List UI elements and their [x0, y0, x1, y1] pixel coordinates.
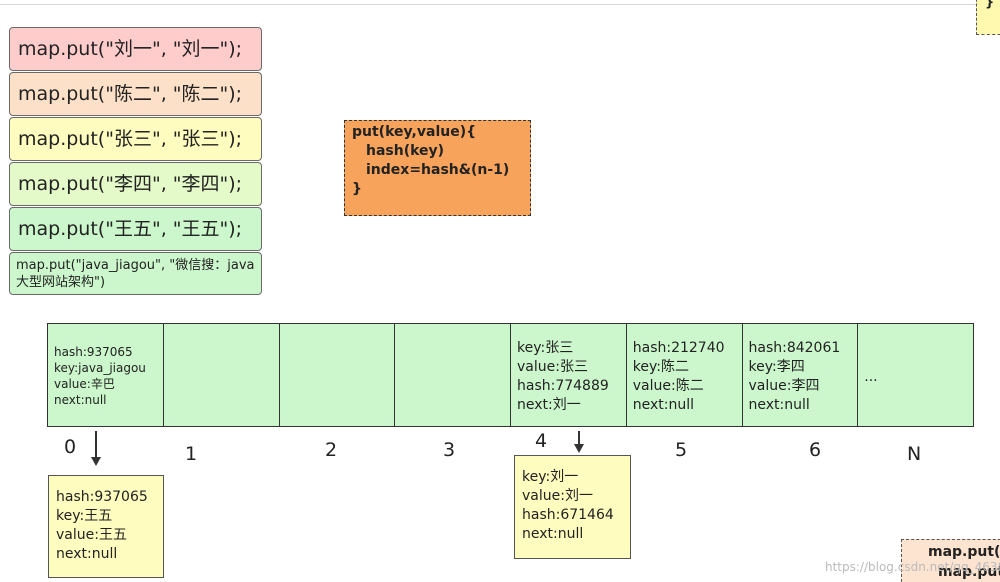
- bucket-cell-1: [163, 324, 280, 426]
- cell-6-line-2: key:李四: [748, 359, 805, 375]
- put-call-3: map.put("张三", "张三");: [9, 117, 262, 161]
- bucket-array: hash:937065 key:java_jiagou value:辛巴 nex…: [47, 323, 974, 427]
- bottom-right-line-2: map.put: [938, 564, 1000, 580]
- code-line-4: }: [352, 181, 362, 197]
- bucket-cell-3: [395, 324, 511, 426]
- node-0-line-3: value:王五: [56, 527, 127, 543]
- corner-snippet: }: [976, 0, 1000, 35]
- node-4-line-1: key:刘一: [522, 469, 579, 485]
- node-4-line-4: next:null: [522, 526, 584, 542]
- top-divider: [0, 4, 1000, 5]
- linked-node-bucket-0: hash:937065 key:王五 value:王五 next:null: [48, 475, 164, 578]
- bucket-cell-2: [279, 324, 396, 426]
- put-method-code: put(key,value){ hash(key) index=hash&(n-…: [344, 120, 531, 216]
- cell-5-line-2: key:陈二: [632, 359, 689, 375]
- cell-4-line-4: next:刘一: [517, 397, 581, 413]
- index-2: 2: [325, 439, 338, 461]
- node-4-line-3: hash:671464: [522, 507, 614, 523]
- bucket-cell-4: key:张三 value:张三 hash:774889 next:刘一: [511, 324, 627, 426]
- code-line-3: index=hash&(n-1): [366, 162, 510, 178]
- watermark: https://blog.csdn.net/qq_46388...: [825, 560, 1000, 574]
- index-3: 3: [443, 439, 456, 461]
- index-5: 5: [675, 439, 688, 461]
- node-0-line-4: next:null: [56, 546, 118, 562]
- put-call-5: map.put("王五", "王五");: [9, 207, 262, 251]
- cell-4-line-3: hash:774889: [517, 378, 609, 394]
- cell-n-ellipsis: ...: [864, 369, 878, 385]
- cell-6-line-1: hash:842061: [748, 340, 841, 356]
- arrow-down-icon: [92, 431, 100, 466]
- linked-node-bucket-4: key:刘一 value:刘一 hash:671464 next:null: [514, 455, 631, 559]
- node-0-line-1: hash:937065: [56, 489, 148, 505]
- cell-0-line-1: hash:937065: [54, 345, 133, 359]
- index-1: 1: [185, 443, 198, 465]
- bottom-right-line-1: map.put(: [928, 544, 1000, 560]
- bucket-cell-0: hash:937065 key:java_jiagou value:辛巴 nex…: [48, 324, 164, 426]
- bucket-cell-n: ...: [858, 324, 973, 426]
- code-line-1: put(key,value){: [352, 124, 477, 140]
- cell-5-line-3: value:陈二: [632, 378, 704, 394]
- index-4: 4: [535, 430, 548, 452]
- put-call-1: map.put("刘一", "刘一");: [9, 27, 262, 71]
- bucket-cell-6: hash:842061 key:李四 value:李四 next:null: [742, 324, 859, 426]
- node-4-line-2: value:刘一: [522, 488, 593, 504]
- cell-4-line-2: value:张三: [517, 359, 588, 375]
- bottom-right-snippet: map.put( map.put: [901, 539, 1000, 582]
- arrow-down-icon: [575, 431, 583, 453]
- bucket-cell-5: hash:212740 key:陈二 value:陈二 next:null: [626, 324, 743, 426]
- cell-0-line-4: next:null: [54, 393, 107, 407]
- cell-6-line-3: value:李四: [748, 378, 820, 394]
- cell-0-line-2: key:java_jiagou: [54, 361, 146, 375]
- cell-6-line-4: next:null: [748, 397, 810, 413]
- index-0: 0: [64, 436, 77, 458]
- node-0-line-2: key:王五: [56, 508, 113, 524]
- put-call-2: map.put("陈二", "陈二");: [9, 72, 262, 116]
- cell-5-line-1: hash:212740: [632, 340, 725, 356]
- cell-0-line-3: value:辛巴: [54, 377, 115, 391]
- code-line-2: hash(key): [366, 143, 445, 159]
- cell-5-line-4: next:null: [632, 397, 695, 413]
- index-n: N: [907, 443, 922, 465]
- put-call-4: map.put("李四", "李四");: [9, 162, 262, 206]
- put-call-6: map.put("java_jiagou", "微信搜：java大型网站架构"): [9, 252, 262, 295]
- cell-4-line-1: key:张三: [517, 340, 574, 356]
- index-6: 6: [809, 439, 822, 461]
